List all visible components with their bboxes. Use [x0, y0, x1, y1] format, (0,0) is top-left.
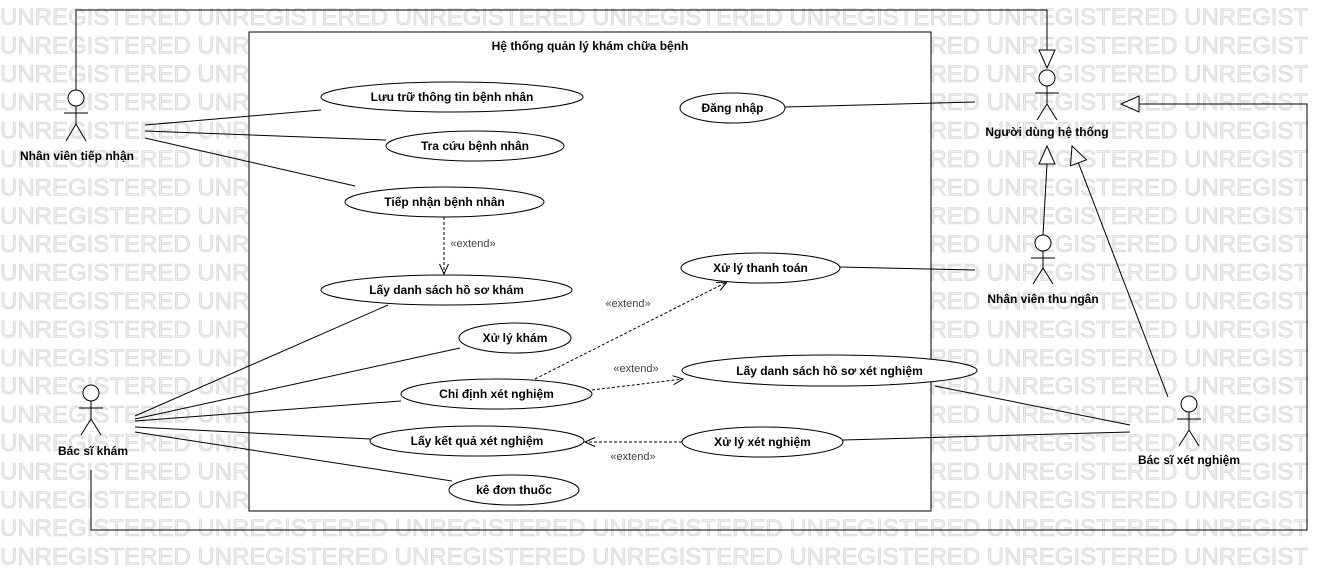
actor-body: [1177, 412, 1201, 447]
use-case-ellipse: [385, 130, 565, 162]
hollow-triangle-arrowhead: [1119, 95, 1140, 113]
actor-nguoi-dung-he-thong: Người dùng hệ thống: [985, 69, 1109, 139]
actor-head: [1180, 395, 1198, 413]
association-tiep-nhan-luu-tru: [144, 109, 322, 126]
extend-arrow-xu-ly-xn-to-lay-ket-qua: «extend»: [583, 437, 682, 463]
open-arrowhead: [583, 437, 596, 447]
watermark-text: UNREGISTERED UNREGISTERED UNREGISTERED U…: [0, 4, 1308, 31]
actor-label: Bác sĩ xét nghiệm: [1138, 453, 1240, 467]
use-case-ellipse: [448, 474, 580, 506]
use-case-luu-tru-thong-tin-benh-nhan: Lưu trữ thông tin bệnh nhân: [320, 81, 584, 113]
use-case-tiep-nhan-benh-nhan: Tiếp nhận bệnh nhân: [344, 186, 545, 218]
association-dang-nhap-nguoi-dung: [784, 101, 976, 108]
hollow-triangle-arrowhead: [1069, 144, 1088, 167]
extend-label: «extend»: [610, 451, 655, 463]
association-bac-si-kham-lay-ds-ho-so-kham: [134, 304, 389, 417]
generalization-line: [75, 9, 1048, 90]
association-tiep-nhan-tra-cuu: [144, 130, 387, 141]
actor-head: [1038, 69, 1056, 87]
use-case-lay-danh-sach-ho-so-kham: Lấy danh sách hồ sơ khám: [320, 274, 573, 306]
generalization-thu-ngan-to-nguoi-dung: [1038, 144, 1056, 236]
open-arrowhead: [439, 263, 449, 276]
association-bac-si-kham-chi-dinh-xet-nghiem: [134, 400, 402, 422]
association-tiep-nhan-tiep-nhan-benh-nhan: [144, 137, 356, 187]
use-case-xu-ly-xet-nghiem: Xử lý xét nghiệm: [681, 426, 844, 458]
use-case-ellipse: [320, 274, 573, 306]
use-case-label: kê đơn thuốc: [476, 483, 552, 497]
extend-arrow-tiep-nhan-to-lay-ds-ho-so-kham: «extend»: [439, 217, 496, 276]
actor-head: [1034, 234, 1052, 252]
actor-nhan-vien-thu-ngan: Nhân viên thu ngân: [987, 234, 1099, 306]
use-case-xu-ly-kham: Xử lý khám: [458, 322, 572, 354]
use-case-label: Xử lý xét nghiệm: [714, 435, 811, 449]
association-xu-ly-xet-nghiem-bac-si-xn: [842, 431, 1131, 441]
use-case-label: Lấy kết quả xét nghiệm: [411, 434, 544, 448]
use-case-label: Xử lý thanh toán: [713, 261, 808, 275]
actor-label: Nhân viên tiếp nhận: [20, 149, 134, 163]
actor-body: [1035, 86, 1059, 121]
open-arrowhead: [672, 375, 685, 386]
extend-arrow-chi-dinh-to-lay-ds-xet-nghiem: «extend»: [591, 363, 685, 391]
generalization-line: [1077, 162, 1169, 398]
use-case-xu-ly-thanh-toan: Xử lý thanh toán: [680, 252, 841, 284]
use-case-ellipse: [680, 252, 841, 284]
use-case-lay-danh-sach-ho-so-xet-nghiem: Lấy danh sách hồ sơ xét nghiệm: [681, 354, 978, 387]
actor-label: Bác sĩ khám: [58, 444, 128, 458]
association-bac-si-kham-xu-ly-kham: [134, 347, 461, 420]
use-case-ellipse: [344, 186, 545, 218]
extend-label: «extend»: [605, 298, 650, 310]
generalization-bac-si-xn-to-nguoi-dung: [1069, 144, 1169, 398]
extend-line: [591, 378, 684, 391]
hollow-triangle-arrowhead: [1038, 49, 1056, 70]
actor-body: [79, 401, 103, 436]
use-case-lay-ket-qua-xet-nghiem: Lấy kết quả xét nghiệm: [369, 425, 585, 457]
use-case-ellipse: [681, 354, 978, 387]
use-case-ellipse: [681, 426, 844, 458]
system-title: Hệ thống quản lý khám chữa bệnh: [492, 39, 689, 53]
use-case-label: Tra cứu bệnh nhân: [421, 139, 529, 153]
actor-bac-si-xet-nghiem: Bác sĩ xét nghiệm: [1138, 395, 1240, 467]
actor-head: [82, 384, 100, 402]
use-case-ellipse: [369, 425, 585, 457]
extend-label: «extend»: [450, 238, 495, 250]
generalization-tiep-nhan-to-nguoi-dung: [75, 9, 1056, 90]
extend-label: «extend»: [613, 363, 658, 375]
use-case-tra-cuu-benh-nhan: Tra cứu bệnh nhân: [385, 130, 565, 162]
watermark-text: UNREGISTERED UNREGISTERED UNREGISTERED U…: [0, 515, 1308, 542]
use-case-chi-dinh-xet-nghiem: Chỉ định xét nghiệm: [400, 378, 593, 410]
actor-body: [1031, 251, 1055, 285]
use-case-dang-nhap: Đăng nhập: [679, 92, 786, 124]
actor-head: [67, 89, 85, 107]
use-case-ellipse: [400, 378, 593, 410]
use-case-ellipse: [679, 92, 786, 124]
association-bac-si-kham-lay-ket-qua: [134, 426, 371, 440]
use-case-ke-don-thuoc: kê đơn thuốc: [448, 474, 580, 506]
hollow-triangle-arrowhead: [1038, 144, 1056, 165]
association-lay-ds-xet-nghiem-bac-si-xn: [934, 385, 1131, 426]
use-case-label: Lấy danh sách hồ sơ khám: [369, 283, 524, 297]
use-case-label: Lấy danh sách hồ sơ xét nghiệm: [736, 364, 923, 378]
watermark-text: UNREGISTERED UNREGISTERED UNREGISTERED U…: [0, 544, 1308, 571]
use-case-label: Đăng nhập: [702, 101, 764, 115]
association-bac-si-kham-ke-don-thuoc: [134, 431, 453, 482]
use-case-ellipse: [320, 81, 584, 113]
generalization-line: [90, 103, 1308, 531]
generalization-bac-si-kham-to-nguoi-dung: [90, 95, 1308, 531]
actor-label: Người dùng hệ thống: [985, 125, 1108, 139]
use-case-label: Lưu trữ thông tin bệnh nhân: [371, 90, 534, 104]
use-case-label: Xử lý khám: [483, 331, 548, 345]
association-thanh-toan-thu-ngan: [839, 266, 976, 271]
extend-line: [534, 281, 728, 380]
use-case-label: Chỉ định xét nghiệm: [439, 387, 554, 401]
actor-bac-si-kham: Bác sĩ khám: [58, 384, 128, 458]
generalization-line: [1042, 163, 1048, 236]
actor-body: [64, 106, 88, 142]
actor-nhan-vien-tiep-nhan: Nhân viên tiếp nhận: [20, 89, 134, 163]
use-case-ellipse: [458, 322, 572, 354]
actor-label: Nhân viên thu ngân: [987, 292, 1098, 306]
use-case-label: Tiếp nhận bệnh nhân: [384, 195, 504, 209]
